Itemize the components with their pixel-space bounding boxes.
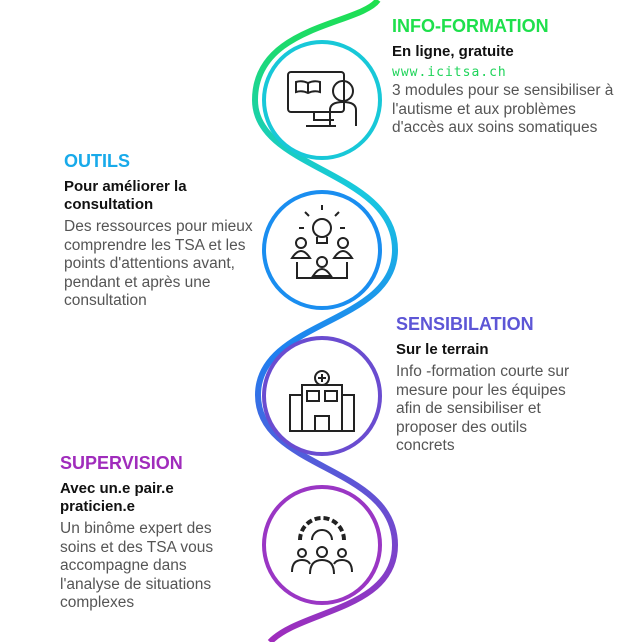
- team-gear-icon: [291, 516, 353, 575]
- website-link[interactable]: www.icitsa.ch: [392, 65, 507, 80]
- section-description: 3 modules pour se sensibiliser à l'autis…: [392, 82, 614, 136]
- section-title: SUPERVISION: [60, 453, 183, 473]
- section-info-formation: INFO-FORMATION En ligne, gratuite www.ic…: [392, 16, 627, 138]
- section-subtitle: Sur le terrain: [396, 341, 489, 358]
- section-sensibilation: SENSIBILATION Sur le terrain Info -forma…: [396, 314, 576, 456]
- section-subtitle: Avec un.e pair.e praticien.e: [60, 480, 174, 515]
- section-title: INFO-FORMATION: [392, 16, 549, 36]
- section-description: Des ressources pour mieux comprendre les…: [64, 218, 253, 309]
- section-title: OUTILS: [64, 151, 130, 171]
- team-idea-icon: [290, 205, 354, 279]
- online-learning-icon: [287, 71, 357, 127]
- section-supervision: SUPERVISION Avec un.e pair.e praticien.e…: [60, 453, 240, 613]
- section-description: Info -formation courte sur mesure pour l…: [396, 363, 570, 454]
- section-outils: OUTILS Pour améliorer la consultation De…: [64, 151, 254, 311]
- circle-sensibilation: [262, 336, 382, 456]
- circle-supervision: [262, 485, 382, 605]
- circle-outils: [262, 190, 382, 310]
- wavy-path: [251, 0, 399, 642]
- section-subtitle: En ligne, gratuite: [392, 43, 514, 60]
- section-title: SENSIBILATION: [396, 314, 534, 334]
- section-subtitle: Pour améliorer la consultation: [64, 178, 187, 213]
- hospital-icon: [289, 370, 355, 432]
- circle-info-formation: [262, 40, 382, 160]
- section-description: Un binôme expert des soins et des TSA vo…: [60, 520, 214, 611]
